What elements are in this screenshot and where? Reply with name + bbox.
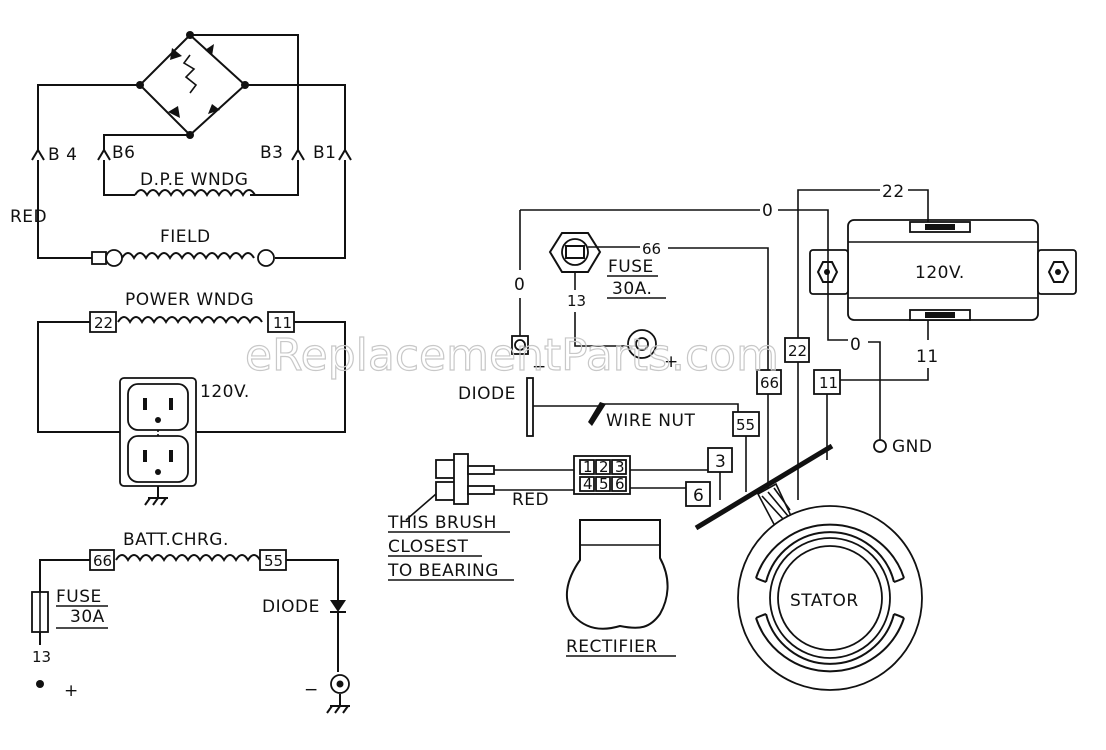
terminal-5: 5 (599, 475, 609, 493)
duplex-outlet: 120V. (119, 377, 250, 506)
brush-note-line-3: TO BEARING (387, 561, 499, 581)
tag-6: 6 (693, 486, 704, 506)
gnd-label: GND (892, 437, 932, 457)
terminal-6: 6 (615, 475, 625, 493)
wire-13-left: 13 (32, 648, 51, 666)
power-winding-tag-11: 11 (273, 314, 292, 332)
field-label: FIELD (160, 227, 211, 247)
bridge-rectifier (37, 31, 346, 150)
dpe-winding-label: D.P.E WNDG (140, 170, 248, 190)
minus-left: − (304, 680, 319, 700)
transformer-voltage: 120V. (915, 263, 965, 283)
wire-0-left: 0 (514, 275, 525, 295)
wire-0-right: 0 (850, 335, 861, 355)
tag-11: 11 (819, 374, 838, 392)
wire-0-top: 0 (762, 201, 773, 221)
batt-tag-55: 55 (264, 552, 283, 570)
terminal-b3-label: B3 (260, 143, 283, 163)
batt-charge-label: BATT.CHRG. (123, 530, 229, 550)
fuse-holder: 66 FUSE 30A. 13 + − (511, 232, 769, 380)
plus-left: + (64, 681, 79, 701)
fuse-label-left: FUSE (56, 587, 102, 607)
terminal-2: 2 (599, 458, 609, 476)
diode-label-left: DIODE (262, 597, 320, 617)
dpe-winding: D.P.E WNDG (103, 160, 299, 197)
rectifier-label: RECTIFIER (566, 637, 658, 657)
tag-55: 55 (736, 416, 755, 434)
field-winding: RED FIELD (10, 160, 346, 267)
outlet-voltage-label: 120V. (200, 382, 250, 402)
red-label-left: RED (10, 207, 47, 227)
tag-3: 3 (715, 452, 726, 472)
power-winding: 22 11 POWER WNDG (37, 290, 346, 433)
brush-terminals: B 4 B6 B3 B1 (31, 143, 352, 165)
watermark: eReplacementParts.com (245, 330, 779, 381)
wire-66-right: 66 (642, 240, 661, 258)
wire-22-top: 22 (882, 182, 905, 202)
power-winding-label: POWER WNDG (125, 290, 254, 310)
wire-11-right: 11 (916, 347, 939, 367)
terminal-b4-label: B 4 (48, 145, 77, 165)
plus-right: + (664, 352, 679, 372)
terminal-1: 1 (583, 458, 593, 476)
terminal-4: 4 (583, 475, 593, 493)
red-label-right: RED (512, 490, 549, 510)
minus-right: − (532, 357, 547, 377)
terminal-b1-label: B1 (313, 143, 336, 163)
fuse-rating-right: 30A. (612, 279, 652, 299)
wire-tags: 22 66 11 55 3 6 (685, 337, 841, 507)
stator: STATOR (694, 443, 923, 691)
brush-assembly: 1 2 3 4 5 6 RED THIS BRUSH CLOSEST TO BE… (387, 453, 708, 581)
wire-13-right: 13 (567, 292, 586, 310)
diode-label-right: DIODE (458, 384, 516, 404)
battery-charge-circuit: 66 55 BATT.CHRG. FUSE 30A 13 + DIODE − (31, 530, 350, 714)
terminal-3: 3 (615, 458, 625, 476)
rectifier: RECTIFIER (565, 519, 676, 657)
stator-label: STATOR (790, 591, 859, 611)
terminal-b6-label: B6 (112, 143, 135, 163)
batt-tag-66: 66 (93, 552, 112, 570)
diode-assembly: DIODE WIRE NUT (458, 377, 739, 437)
fuse-label-right: FUSE (608, 257, 654, 277)
transformer: 120V. (809, 219, 1077, 321)
tag-22: 22 (788, 342, 807, 360)
wire-nut-label: WIRE NUT (606, 411, 695, 431)
tag-66: 66 (760, 374, 779, 392)
brush-note-line-1: THIS BRUSH (387, 513, 497, 533)
brush-note-line-2: CLOSEST (388, 537, 468, 557)
power-winding-tag-22: 22 (94, 314, 113, 332)
fuse-rating-left: 30A (70, 607, 105, 627)
transformer-wires: 0 0 22 0 11 GND (514, 182, 939, 457)
